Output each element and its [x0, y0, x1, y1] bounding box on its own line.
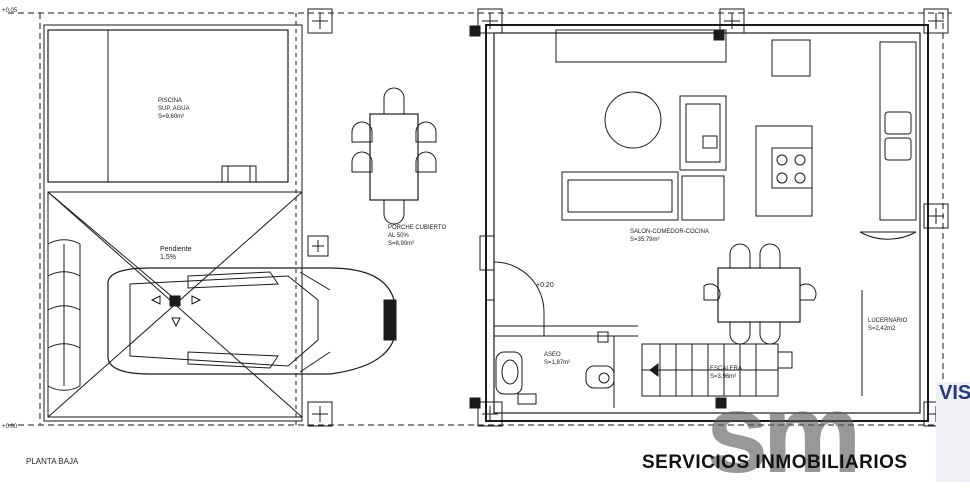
badge-text: VIS	[939, 382, 970, 404]
plan-title: PLANTA BAJA	[26, 457, 79, 466]
skylight-area: S=2,42m2	[868, 326, 896, 332]
stairs-area: S=3,96m²	[710, 374, 736, 380]
porch-area: S=8,90m²	[388, 241, 414, 247]
skylight-name: LUCERNARIO	[868, 318, 908, 324]
porch-name: PORCHE CUBIERTO	[388, 225, 446, 231]
toilet-area: S=1,87m²	[544, 360, 570, 366]
slope-label: Pendiente	[160, 246, 192, 253]
badge: VIS	[936, 382, 970, 482]
pool-area: S=9,60m²	[158, 114, 184, 120]
living-name: SALON-COMEDOR-COCINA	[630, 229, 709, 235]
level-top: +0.05	[2, 8, 18, 14]
porch-desc: AL 50%	[388, 233, 409, 239]
pool-name: PISCINA	[158, 98, 182, 104]
pool-desc: SUP. AGUA	[158, 106, 190, 112]
toilet-name: ASEO	[544, 352, 561, 358]
level-step: +0.20	[536, 282, 554, 289]
brand-name: SERVICIOS INMOBILIARIOS	[642, 452, 908, 473]
slope-value: 1,5%	[160, 254, 176, 261]
brand-logo: sm	[706, 371, 862, 496]
floor-plan: +0.05 +0.00 +0.20 PISCINA SUP. AGUA S=9,…	[2, 8, 952, 466]
level-bottom: +0.00	[2, 424, 18, 430]
living-area: S=35,79m²	[630, 237, 660, 243]
stairs-name: ESCALERA	[710, 366, 742, 372]
